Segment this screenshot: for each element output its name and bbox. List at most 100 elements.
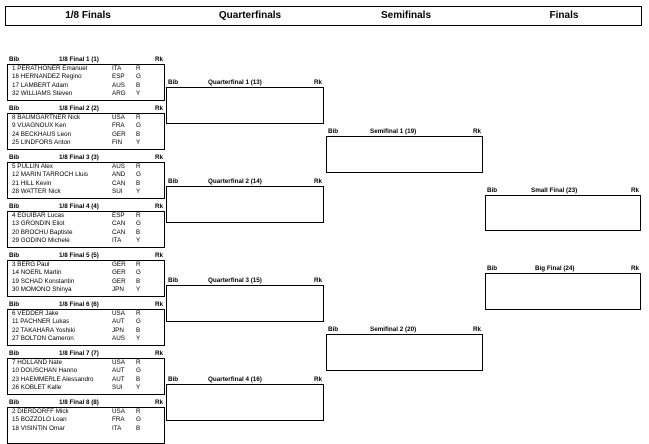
athlete-slot: G [136,269,141,277]
athlete-slot: B [136,277,141,285]
athlete-name: 15 BOZZOLO Loan [12,416,67,424]
header-finals: Finals [549,10,579,21]
athlete-slot: Y [136,334,141,342]
athlete-name: 14 NOERL Martin [12,269,62,277]
bracket-page: 1/8 Finals Quarterfinals Semifinals Fina… [5,6,642,444]
athlete-row [8,433,164,441]
athlete-nation: AUS [112,334,125,342]
bib-header: Bib [9,154,20,161]
bib-header: Bib [9,203,20,210]
header-quarterfinals: Quarterfinals [218,10,282,21]
athlete-name: 26 KOBLET Kalle [12,383,62,391]
eighth-final-title: 1/8 Final 2 (2) [59,105,99,112]
bib-header: Bib [487,187,498,194]
athlete-nation: CAN [112,220,126,228]
athlete-name: 20 BROCHU Baptiste [12,228,73,236]
athlete-slot: B [136,81,141,89]
athlete-name: 17 LAMBERT Adam [12,81,69,89]
athlete-slot: B [136,375,141,383]
bib-header: Bib [328,128,339,135]
header-semifinals: Semifinals [380,10,432,21]
rank-header: Rk [472,326,481,333]
quarterfinal-title: Quarterfinal 2 (14) [208,178,262,185]
athlete-nation: ARG [112,89,126,97]
athlete-slot: R [136,359,141,366]
athlete-nation: USA [112,114,125,121]
bib-header: Bib [168,178,179,185]
athlete-nation: AUT [112,367,125,375]
athlete-slot: Y [136,236,141,244]
athlete-nation: ITA [112,65,122,72]
rank-header: Rk [630,265,639,272]
athlete-slot: Y [136,138,141,146]
athlete-name: 9 VUAGNOUX Ken [12,122,67,130]
athlete-slot: R [136,65,141,72]
quarterfinal-title: Quarterfinal 4 (16) [208,376,262,383]
quarterfinal-title: Quarterfinal 3 (15) [208,277,262,284]
athlete-name: 8 BAUMGARTNER Nick [12,114,81,121]
athlete-nation: FRA [112,416,125,424]
athlete-name: 25 LINDFORS Anton [12,138,71,146]
athlete-nation: CAN [112,228,126,236]
athlete-name: 10 DOUSCHAN Hanno [12,367,78,375]
bib-header: Bib [9,252,20,259]
small-final-title: Small Final (23) [531,187,578,194]
eighth-final-title: 1/8 Final 7 (7) [59,350,99,357]
athlete-name: 24 BECKHAUS Leon [12,130,72,138]
bib-header: Bib [9,301,20,308]
athlete-slot: G [136,73,141,81]
bib-header: Bib [9,399,20,406]
rank-header: Rk [630,187,639,194]
athlete-slot: Y [136,383,141,391]
athlete-row: 25 LINDFORS Anton FIN Y [8,139,164,147]
small-final: Bib Small Final (23) Rk [485,187,641,231]
athlete-nation: AUS [112,163,125,170]
athlete-name: 7 HOLLAND Nate [12,359,63,366]
athlete-slot: G [136,122,141,130]
athlete-name: 6 VEDDER Jake [12,310,59,317]
athlete-nation: USA [112,359,125,366]
athlete-name: 5 PULLIN Alex [12,163,53,170]
bib-header: Bib [168,376,179,383]
eighth-final-title: 1/8 Final 1 (1) [59,56,99,63]
rank-header: Rk [154,399,163,406]
athlete-slot: B [136,424,141,432]
athlete-slot: R [136,261,141,268]
athlete-name: 1 PERATHONER Emanuel [12,65,88,72]
eighth-final-title: 1/8 Final 8 (8) [59,399,99,406]
athlete-nation: FIN [112,138,123,146]
bib-header: Bib [9,56,20,63]
athlete-nation: SUI [112,383,123,391]
